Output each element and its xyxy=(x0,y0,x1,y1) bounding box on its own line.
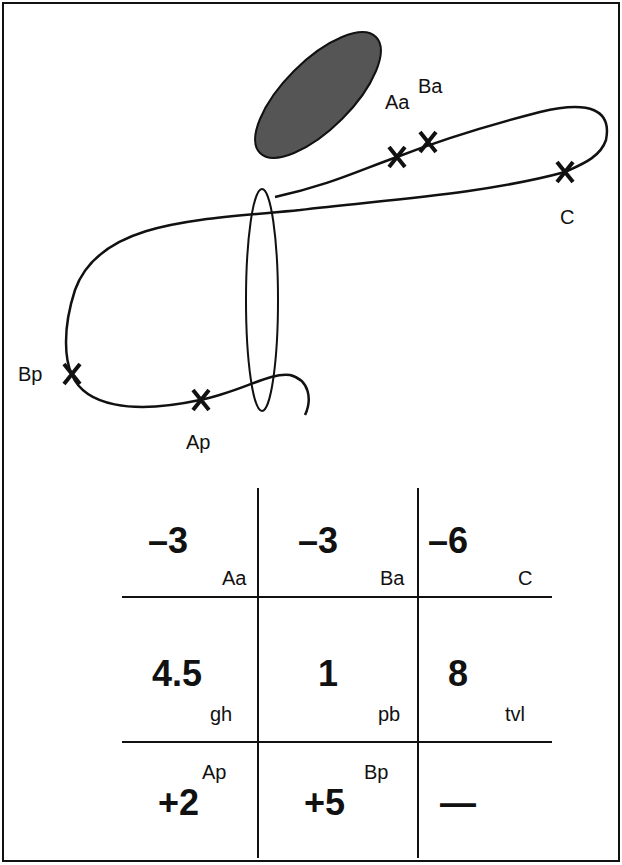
cell-value: 1 xyxy=(318,656,338,692)
hymen-ring xyxy=(246,189,278,411)
point-label: Ap xyxy=(186,432,210,452)
cell-value: — xyxy=(440,785,476,821)
cell-value: 8 xyxy=(448,656,468,692)
point-label: Aa xyxy=(385,92,409,112)
cell-label: Ap xyxy=(202,762,226,782)
cell-value: –3 xyxy=(298,523,338,559)
point-label: C xyxy=(560,207,574,227)
cell-label: pb xyxy=(378,704,400,724)
frame xyxy=(3,3,619,861)
cell-value: 4.5 xyxy=(152,656,202,692)
cell-label: Ba xyxy=(380,568,404,588)
cell-label: tvl xyxy=(505,704,525,724)
cell-value: +5 xyxy=(304,785,345,821)
cell-value: –6 xyxy=(428,523,468,559)
cell-value: +2 xyxy=(158,785,199,821)
point-marks xyxy=(64,132,573,410)
point-label: Bp xyxy=(18,364,42,384)
organ-shape xyxy=(236,13,400,177)
cell-label: Aa xyxy=(222,568,246,588)
cell-label: C xyxy=(518,568,532,588)
cell-label: gh xyxy=(210,704,232,724)
grid-lines xyxy=(122,488,552,858)
cell-value: –3 xyxy=(148,523,188,559)
cell-label: Bp xyxy=(364,762,388,782)
vaginal-outline xyxy=(66,107,607,415)
point-label: Ba xyxy=(418,76,442,96)
